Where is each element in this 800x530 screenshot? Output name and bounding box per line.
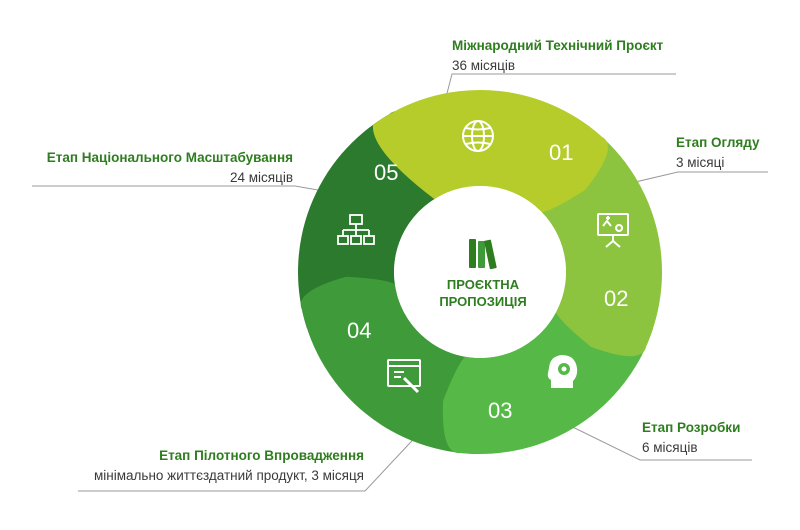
center-disk: [394, 186, 566, 358]
stage-title-02: Етап Огляду: [676, 135, 760, 150]
stage-number-05: 05: [374, 160, 398, 185]
ring-segment-01: [372, 89, 608, 213]
stage-label-05: Етап Національного Масштабування 24 міся…: [47, 148, 293, 188]
stage-number-01: 01: [549, 140, 573, 165]
stage-duration-01: 36 місяців: [452, 58, 516, 73]
stage-duration-03: 6 місяців: [642, 440, 698, 455]
head-gear-icon: [547, 355, 578, 388]
stage-title-03: Етап Розробки: [642, 420, 741, 435]
stage-number-02: 02: [604, 286, 628, 311]
stage-label-03: Етап Розробки 6 місяців: [642, 418, 740, 458]
stage-duration-04: мінімально життєздатний продукт, 3 місяц…: [94, 468, 364, 483]
center-title-line2: ПРОПОЗИЦІЯ: [439, 294, 526, 309]
connector-stage-03: [541, 411, 752, 461]
network-hierarchy-icon: [337, 214, 375, 245]
browser-tool-icon: [387, 359, 421, 394]
globe-icon: [462, 120, 494, 152]
stage-title-04: Етап Пілотного Впровадження: [159, 448, 364, 463]
stage-label-04: Етап Пілотного Впровадження мінімально ж…: [94, 446, 364, 486]
stage-duration-02: 3 місяці: [676, 155, 725, 170]
stage-label-01: Міжнародний Технічний Проєкт 36 місяців: [452, 36, 663, 76]
stage-title-01: Міжнародний Технічний Проєкт: [452, 38, 664, 53]
stage-title-05: Етап Національного Масштабування: [46, 150, 293, 165]
center-title-line1: ПРОЄКТНА: [447, 277, 520, 292]
stage-label-02: Етап Огляду 3 місяці: [676, 133, 760, 173]
presentation-board-icon: [597, 213, 629, 248]
stage-duration-05: 24 місяців: [229, 170, 293, 185]
stage-number-04: 04: [347, 318, 371, 343]
stage-number-03: 03: [488, 398, 512, 423]
books-icon: [469, 239, 497, 270]
